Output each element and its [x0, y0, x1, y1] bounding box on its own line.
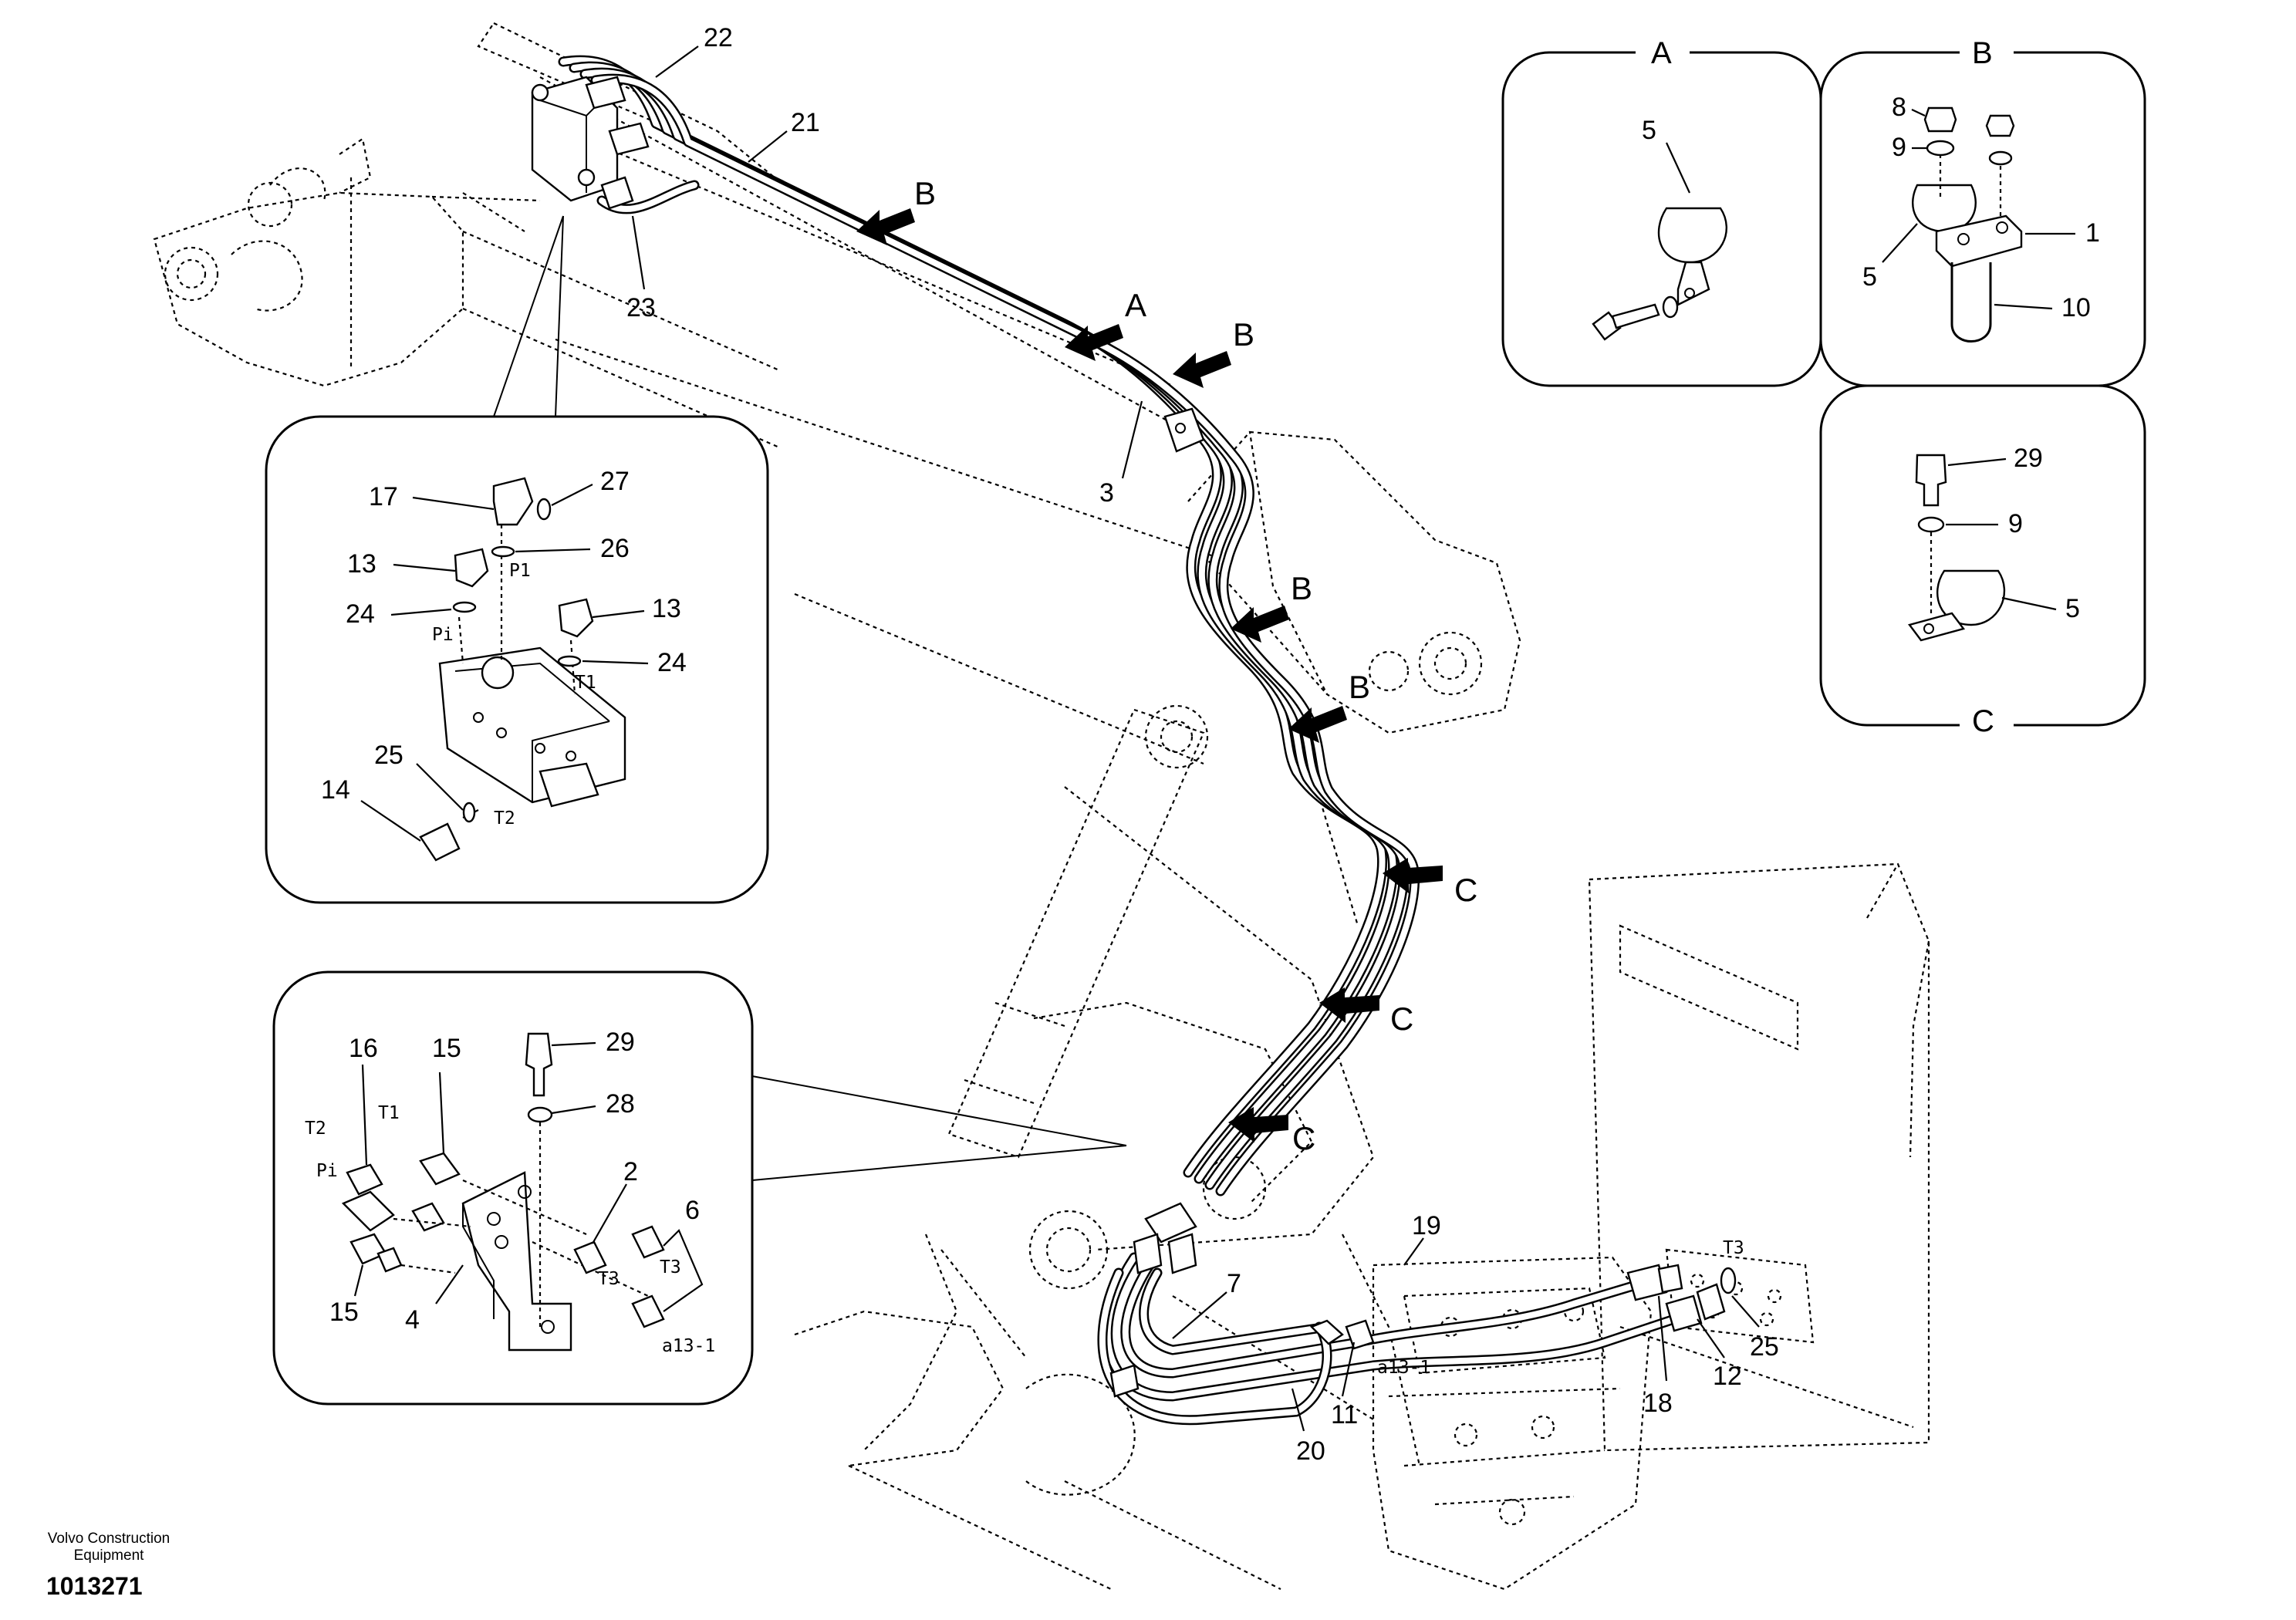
callout-18: 18 — [1643, 1389, 1673, 1418]
port-label-t2-panel: T2 — [494, 808, 515, 829]
brand-line-1: Volvo Construction — [47, 1531, 171, 1547]
callout-11: 11 — [1331, 1400, 1358, 1429]
callout-6: 6 — [685, 1196, 700, 1225]
hose-clamps — [1133, 407, 1205, 1274]
svg-text:C: C — [1454, 872, 1477, 908]
callout-21: 21 — [791, 108, 820, 137]
callout-25-panel: 25 — [374, 741, 403, 770]
port-label-t3-bracket-right: T3 — [660, 1257, 681, 1277]
detail-panel-c: C 29 9 5 — [1819, 384, 2146, 741]
callout-10: 10 — [2061, 293, 2091, 322]
panel-b-title: B — [1972, 36, 1993, 70]
callout-23: 23 — [626, 293, 656, 322]
valve-fittings-right — [1109, 1264, 1737, 1398]
callout-9-c: 9 — [2008, 509, 2023, 538]
port-label-t1-panel: T1 — [575, 673, 596, 693]
port-label-t1-bracket: T1 — [378, 1103, 400, 1123]
callout-5-a: 5 — [1642, 116, 1656, 145]
svg-text:B: B — [1291, 570, 1312, 606]
svg-text:B: B — [914, 175, 936, 211]
callout-13-left: 13 — [347, 549, 376, 579]
view-arrow-b-4: B — [1288, 669, 1370, 743]
document-number: 1013271 — [46, 1572, 143, 1600]
callout-4: 4 — [405, 1305, 420, 1335]
view-arrows: B A B B B C C C — [856, 175, 1477, 1156]
view-arrow-b-1: B — [856, 175, 936, 245]
svg-text:B: B — [1233, 316, 1254, 353]
panel-c-title: C — [1972, 704, 1994, 738]
port-label-pi-panel: Pi — [432, 625, 454, 645]
svg-text:C: C — [1390, 1001, 1413, 1037]
callout-14: 14 — [321, 775, 350, 805]
view-arrow-a: A — [1065, 287, 1146, 361]
detail-panel-valve-ports: 17 27 26 P1 13 13 24 Pi 24 T1 25 14 T2 — [265, 215, 769, 904]
callout-5-c: 5 — [2065, 594, 2080, 623]
port-label-t3-bracket-left: T3 — [598, 1269, 620, 1289]
callout-2: 2 — [623, 1157, 638, 1186]
view-arrow-c-3: C — [1228, 1107, 1315, 1156]
brand-line-2: Equipment — [73, 1547, 144, 1564]
upper-valve-block — [531, 76, 650, 210]
callout-29-c: 29 — [2014, 444, 2043, 473]
port-label-a13-1-main: a13-1 — [1377, 1358, 1430, 1378]
port-label-p1: P1 — [509, 561, 531, 581]
callout-20: 20 — [1296, 1436, 1325, 1466]
callout-24-left: 24 — [346, 599, 375, 629]
svg-text:A: A — [1125, 287, 1146, 323]
view-arrow-c-2: C — [1319, 987, 1413, 1037]
callout-19: 19 — [1412, 1211, 1441, 1240]
port-label-t2-bracket: T2 — [305, 1119, 326, 1139]
callout-9-b: 9 — [1892, 133, 1906, 162]
callout-13-right: 13 — [652, 594, 681, 623]
detail-panel-a: A 5 — [1501, 31, 1822, 387]
callout-24-right: 24 — [657, 648, 687, 677]
detail-panel-bracket: 16 15 T1 T2 Pi 29 28 2 6 T3 T3 15 4 a13-… — [272, 970, 1127, 1406]
port-label-t3-main: T3 — [1723, 1238, 1744, 1258]
detail-panel-b: B 8 9 1 5 10 — [1819, 31, 2146, 387]
view-arrow-b-3: B — [1231, 570, 1312, 643]
callout-1: 1 — [2085, 218, 2100, 248]
svg-text:B: B — [1349, 669, 1370, 705]
port-label-pi-bracket: Pi — [316, 1161, 338, 1181]
view-arrow-c-1: C — [1383, 858, 1477, 908]
callout-27: 27 — [600, 467, 630, 496]
callout-25-main: 25 — [1750, 1332, 1779, 1362]
callout-22: 22 — [704, 23, 733, 52]
callout-8: 8 — [1892, 93, 1906, 122]
port-label-a13-1-bracket: a13-1 — [662, 1336, 715, 1356]
callout-17: 17 — [369, 482, 398, 511]
view-arrow-b-2: B — [1173, 316, 1254, 388]
svg-text:C: C — [1292, 1120, 1315, 1156]
callout-15-top: 15 — [432, 1034, 461, 1063]
brand-label: Volvo Construction Equipment — [28, 1531, 190, 1564]
panel-a-title: A — [1651, 36, 1672, 70]
callout-26: 26 — [600, 534, 630, 563]
callout-29-bracket: 29 — [606, 1028, 635, 1057]
callout-7: 7 — [1227, 1269, 1241, 1298]
main-callouts: 22 21 23 3 19 7 20 11 a13-1 18 12 25 T3 — [626, 23, 1779, 1466]
callout-16: 16 — [349, 1034, 378, 1063]
callout-3: 3 — [1099, 478, 1114, 508]
callout-28: 28 — [606, 1089, 635, 1119]
callout-15-bottom: 15 — [329, 1298, 359, 1327]
callout-5-b: 5 — [1862, 262, 1877, 292]
callout-12: 12 — [1713, 1362, 1742, 1391]
